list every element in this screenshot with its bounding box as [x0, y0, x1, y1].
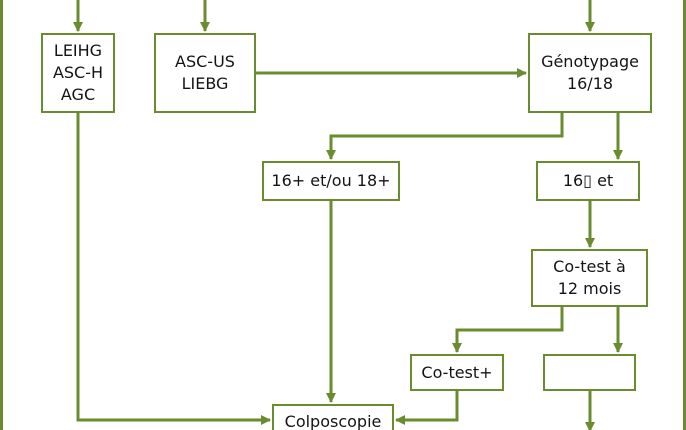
arrow-cotest-to-cotest-positive [452, 307, 564, 353]
node-text-line: 16+ et/ou 18+ [271, 171, 391, 190]
node-text-line: 16/18 [566, 74, 614, 93]
node-text-line: AGC [60, 85, 96, 104]
node-text-line: ASC-US [175, 52, 235, 71]
node-cotest-12-months: Co-test à 12 mois [531, 249, 648, 307]
node-text-line: LEIHG [53, 41, 103, 60]
node-hpv-positive: 16+ et/ou 18+ [262, 161, 400, 201]
node-text-line: LIEBG [181, 74, 229, 93]
node-high-grade: LEIHG ASC-H AGC [41, 33, 115, 113]
node-text-line: Co-test à [553, 257, 626, 276]
arrow-cotest-positive-to-colposcopy [395, 391, 459, 425]
node-text-line: 16▯ et [562, 171, 614, 190]
node-text-line: Génotypage [541, 52, 639, 71]
node-cotest-positive: Co-test+ [410, 354, 504, 391]
node-colposcopy: Colposcopie [272, 404, 394, 430]
node-low-grade: ASC-US LIEBG [154, 33, 256, 113]
node-text-line: Colposcopie [284, 412, 382, 430]
node-text-line: Co-test+ [421, 362, 493, 382]
arrow-genotyping-to-positive [326, 113, 564, 160]
node-hpv-negative: 16▯ et [536, 161, 640, 201]
node-text-line: ASC-H [52, 63, 104, 82]
node-empty-box [543, 354, 636, 391]
node-text-line: 12 mois [557, 279, 622, 298]
arrow-high-grade-to-colposcopy [76, 113, 271, 425]
node-genotyping: Génotypage 16/18 [528, 33, 652, 113]
